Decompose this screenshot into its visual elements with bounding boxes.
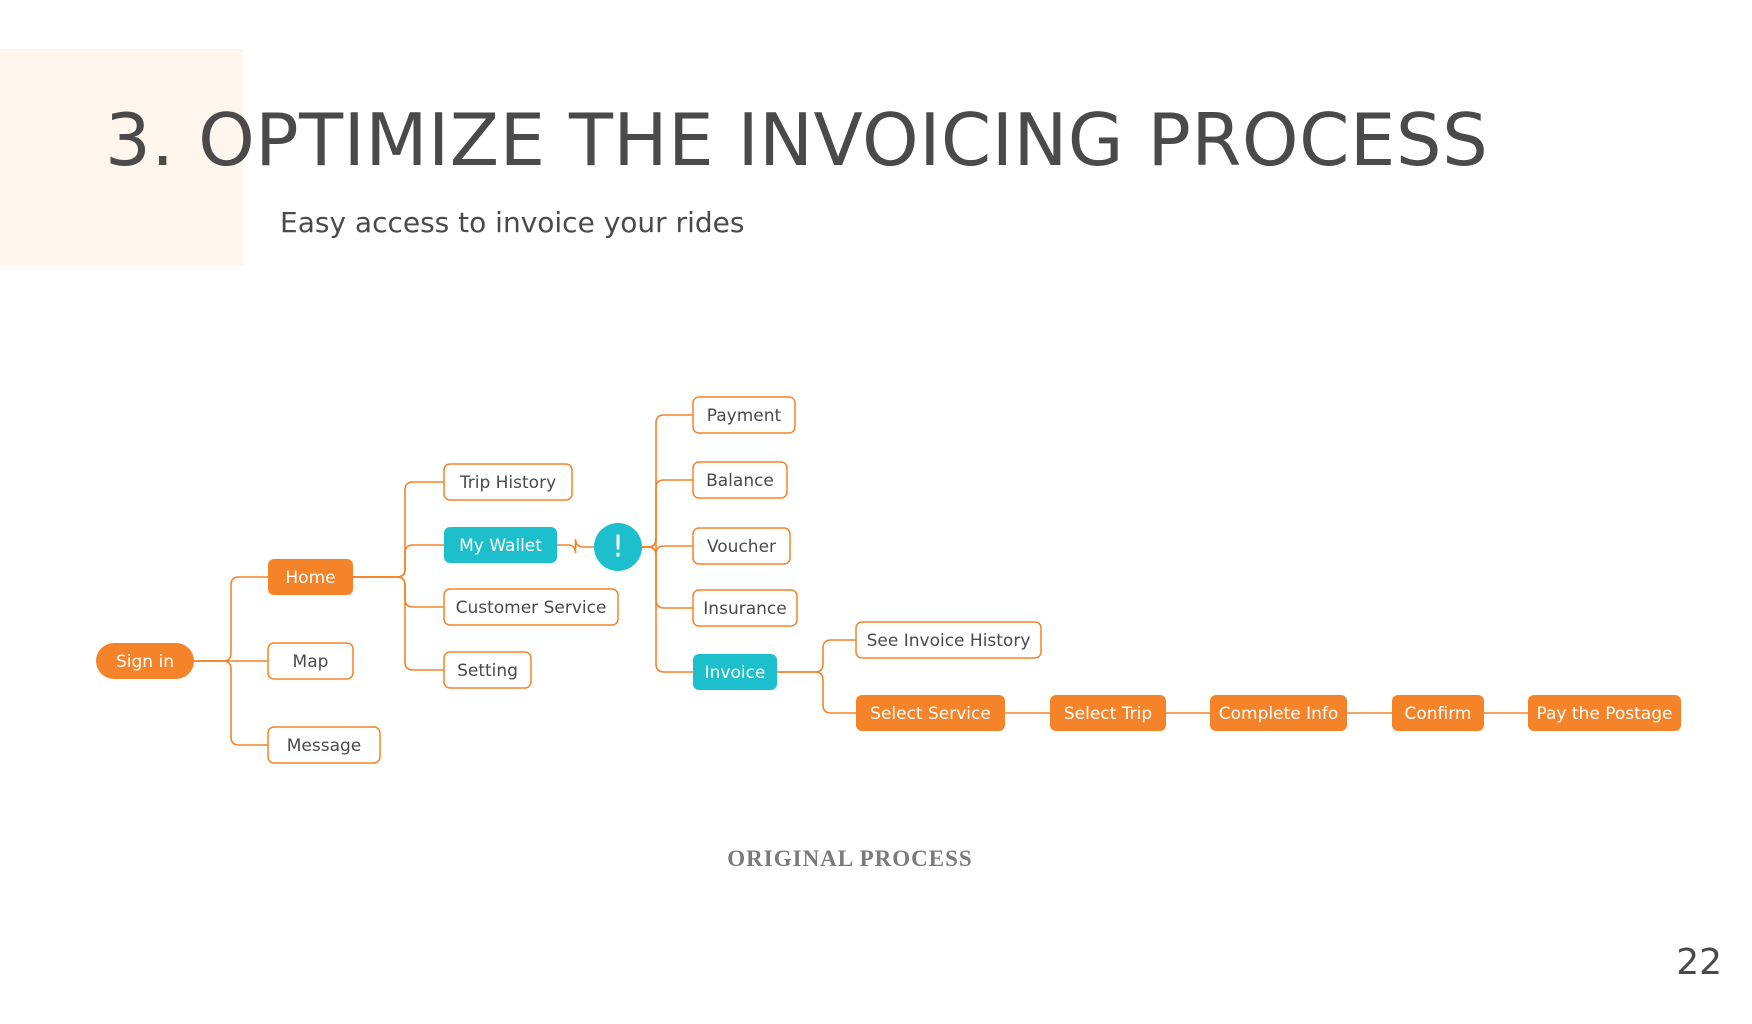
node-label-my-wallet: My Wallet (459, 536, 542, 556)
node-label-confirm: Confirm (1404, 704, 1471, 724)
node-label-map: Map (293, 652, 329, 672)
flow-connectors (194, 414, 1528, 746)
node-box-select-service (856, 695, 1005, 731)
page-number: 22 (1676, 942, 1722, 983)
node-box-customer-service (443, 588, 619, 626)
node-insurance: Insurance (692, 589, 798, 627)
node-label-select-trip: Select Trip (1064, 704, 1152, 724)
node-label-voucher: Voucher (707, 537, 776, 557)
connector-invoice-to-see-invoice-history (777, 639, 856, 673)
connector-invoice-to-select-service (777, 671, 856, 714)
node-box-confirm (1392, 695, 1484, 731)
node-message: Message (267, 726, 381, 764)
node-box-setting (443, 651, 532, 689)
node-label-alert: ! (612, 530, 624, 565)
node-box-payment (692, 396, 796, 434)
node-see-invoice-history: See Invoice History (855, 621, 1042, 659)
node-trip-history: Trip History (443, 463, 573, 501)
node-home: Home (268, 559, 353, 595)
node-label-payment: Payment (707, 406, 782, 426)
connector-my-wallet-to-alert (557, 538, 594, 554)
node-balance: Balance (692, 461, 788, 499)
node-label-sign-in: Sign in (116, 652, 174, 672)
node-label-message: Message (287, 736, 362, 756)
node-label-invoice: Invoice (705, 663, 766, 683)
connector-home-to-my-wallet (353, 544, 444, 578)
node-box-invoice (693, 654, 777, 690)
node-label-balance: Balance (706, 471, 774, 491)
node-confirm: Confirm (1392, 695, 1484, 731)
node-label-customer-service: Customer Service (456, 598, 607, 618)
connector-sign-in-to-home (194, 576, 268, 662)
node-label-pay-the-postage: Pay the Postage (1537, 704, 1673, 724)
connector-alert-to-payment (642, 414, 693, 548)
node-box-home (268, 559, 353, 595)
node-box-message (267, 726, 381, 764)
connector-home-to-trip-history (353, 481, 444, 578)
node-box-voucher (692, 527, 791, 565)
node-sign-in: Sign in (96, 643, 194, 679)
node-pay-the-postage: Pay the Postage (1528, 695, 1681, 731)
node-alert: ! (594, 523, 642, 571)
connector-alert-to-voucher (642, 538, 693, 555)
connector-alert-to-insurance (642, 546, 693, 609)
slide-title: 3. OPTIMIZE THE INVOICING PROCESS (105, 98, 1489, 182)
connector-home-to-setting (353, 576, 444, 671)
node-complete-info: Complete Info (1210, 695, 1347, 731)
node-box-map (267, 642, 354, 680)
node-my-wallet: My Wallet (444, 527, 557, 563)
slide-subtitle: Easy access to invoice your rides (280, 206, 745, 239)
node-box-complete-info (1210, 695, 1347, 731)
node-box-balance (692, 461, 788, 499)
node-box-select-trip (1050, 695, 1166, 731)
node-label-insurance: Insurance (703, 599, 786, 619)
accent-block (0, 49, 243, 265)
connector-alert-to-balance (642, 479, 693, 548)
node-box-see-invoice-history (855, 621, 1042, 659)
node-box-pay-the-postage (1528, 695, 1681, 731)
node-label-home: Home (285, 568, 335, 588)
diagram-caption: ORIGINAL PROCESS (727, 846, 973, 871)
node-label-select-service: Select Service (870, 704, 991, 724)
node-payment: Payment (692, 396, 796, 434)
connector-home-to-customer-service (353, 576, 444, 608)
node-setting: Setting (443, 651, 532, 689)
node-customer-service: Customer Service (443, 588, 619, 626)
node-label-see-invoice-history: See Invoice History (867, 631, 1031, 651)
node-label-trip-history: Trip History (459, 473, 556, 493)
node-select-trip: Select Trip (1050, 695, 1166, 731)
node-map: Map (267, 642, 354, 680)
node-invoice: Invoice (693, 654, 777, 690)
node-select-service: Select Service (856, 695, 1005, 731)
connector-sign-in-to-message (194, 660, 268, 746)
node-label-setting: Setting (457, 661, 518, 681)
node-box-trip-history (443, 463, 573, 501)
connector-alert-to-invoice (642, 546, 693, 673)
node-box-sign-in (96, 643, 194, 679)
node-box-my-wallet (444, 527, 557, 563)
node-box-insurance (692, 589, 798, 627)
alert-icon (594, 523, 642, 571)
node-label-complete-info: Complete Info (1219, 704, 1339, 724)
node-voucher: Voucher (692, 527, 791, 565)
